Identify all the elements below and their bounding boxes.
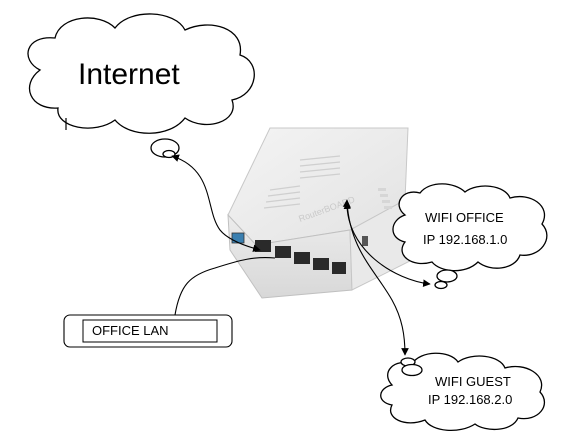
wifi-office-bubble-small (434, 280, 448, 290)
office-lan-box: OFFICE LAN (63, 314, 233, 348)
wifi-guest-link (343, 201, 409, 356)
office-lan-link (174, 256, 276, 316)
wifi-office-bubble-large (436, 269, 458, 283)
wifi-guest-line2: IP 192.168.2.0 (428, 392, 512, 407)
wifi-office-line2: IP 192.168.1.0 (423, 232, 507, 247)
internet-cloud: Internet (27, 13, 255, 134)
office-lan-label: OFFICE LAN (92, 323, 169, 338)
wifi-guest-line1: WIFI GUEST (435, 374, 511, 389)
side-button (362, 236, 368, 246)
router-device: RouterBOARD (227, 127, 413, 299)
internet-link (171, 154, 261, 252)
internet-label: Internet (78, 58, 180, 91)
wifi-guest-bubble-large (401, 363, 423, 377)
wifi-office-line1: WIFI OFFICE (425, 210, 504, 225)
wifi-office-cloud: WIFI OFFICE IP 192.168.1.0 (392, 183, 548, 272)
